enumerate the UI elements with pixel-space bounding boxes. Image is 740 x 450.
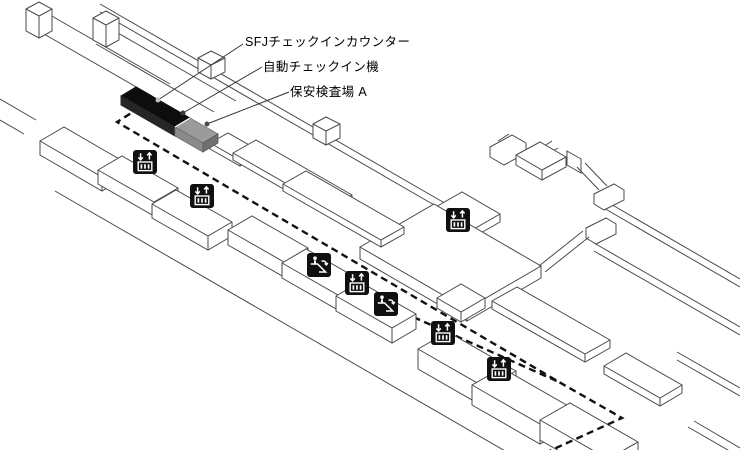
elevator-icon xyxy=(487,357,511,381)
terminal-structures xyxy=(39,126,683,450)
elevator-icon xyxy=(190,184,214,208)
elevator-icon xyxy=(446,208,470,232)
checkin-counter-block xyxy=(120,86,219,153)
checkin-counter-dot xyxy=(155,97,161,103)
label-leaders xyxy=(155,43,290,127)
elevator-icon xyxy=(431,321,455,345)
auto-checkin-dot xyxy=(180,110,186,116)
escalator-icon xyxy=(374,292,398,316)
elevator-icon xyxy=(345,271,369,295)
elevator-icon xyxy=(133,150,157,174)
label-checkin-counter: SFJチェックインカウンター xyxy=(245,35,411,49)
label-security-gate: 保安検査場 A xyxy=(290,85,368,99)
label-auto-checkin: 自動チェックイン機 xyxy=(263,60,380,74)
escalator-icon xyxy=(307,253,331,277)
security-gate-dot xyxy=(204,121,210,127)
